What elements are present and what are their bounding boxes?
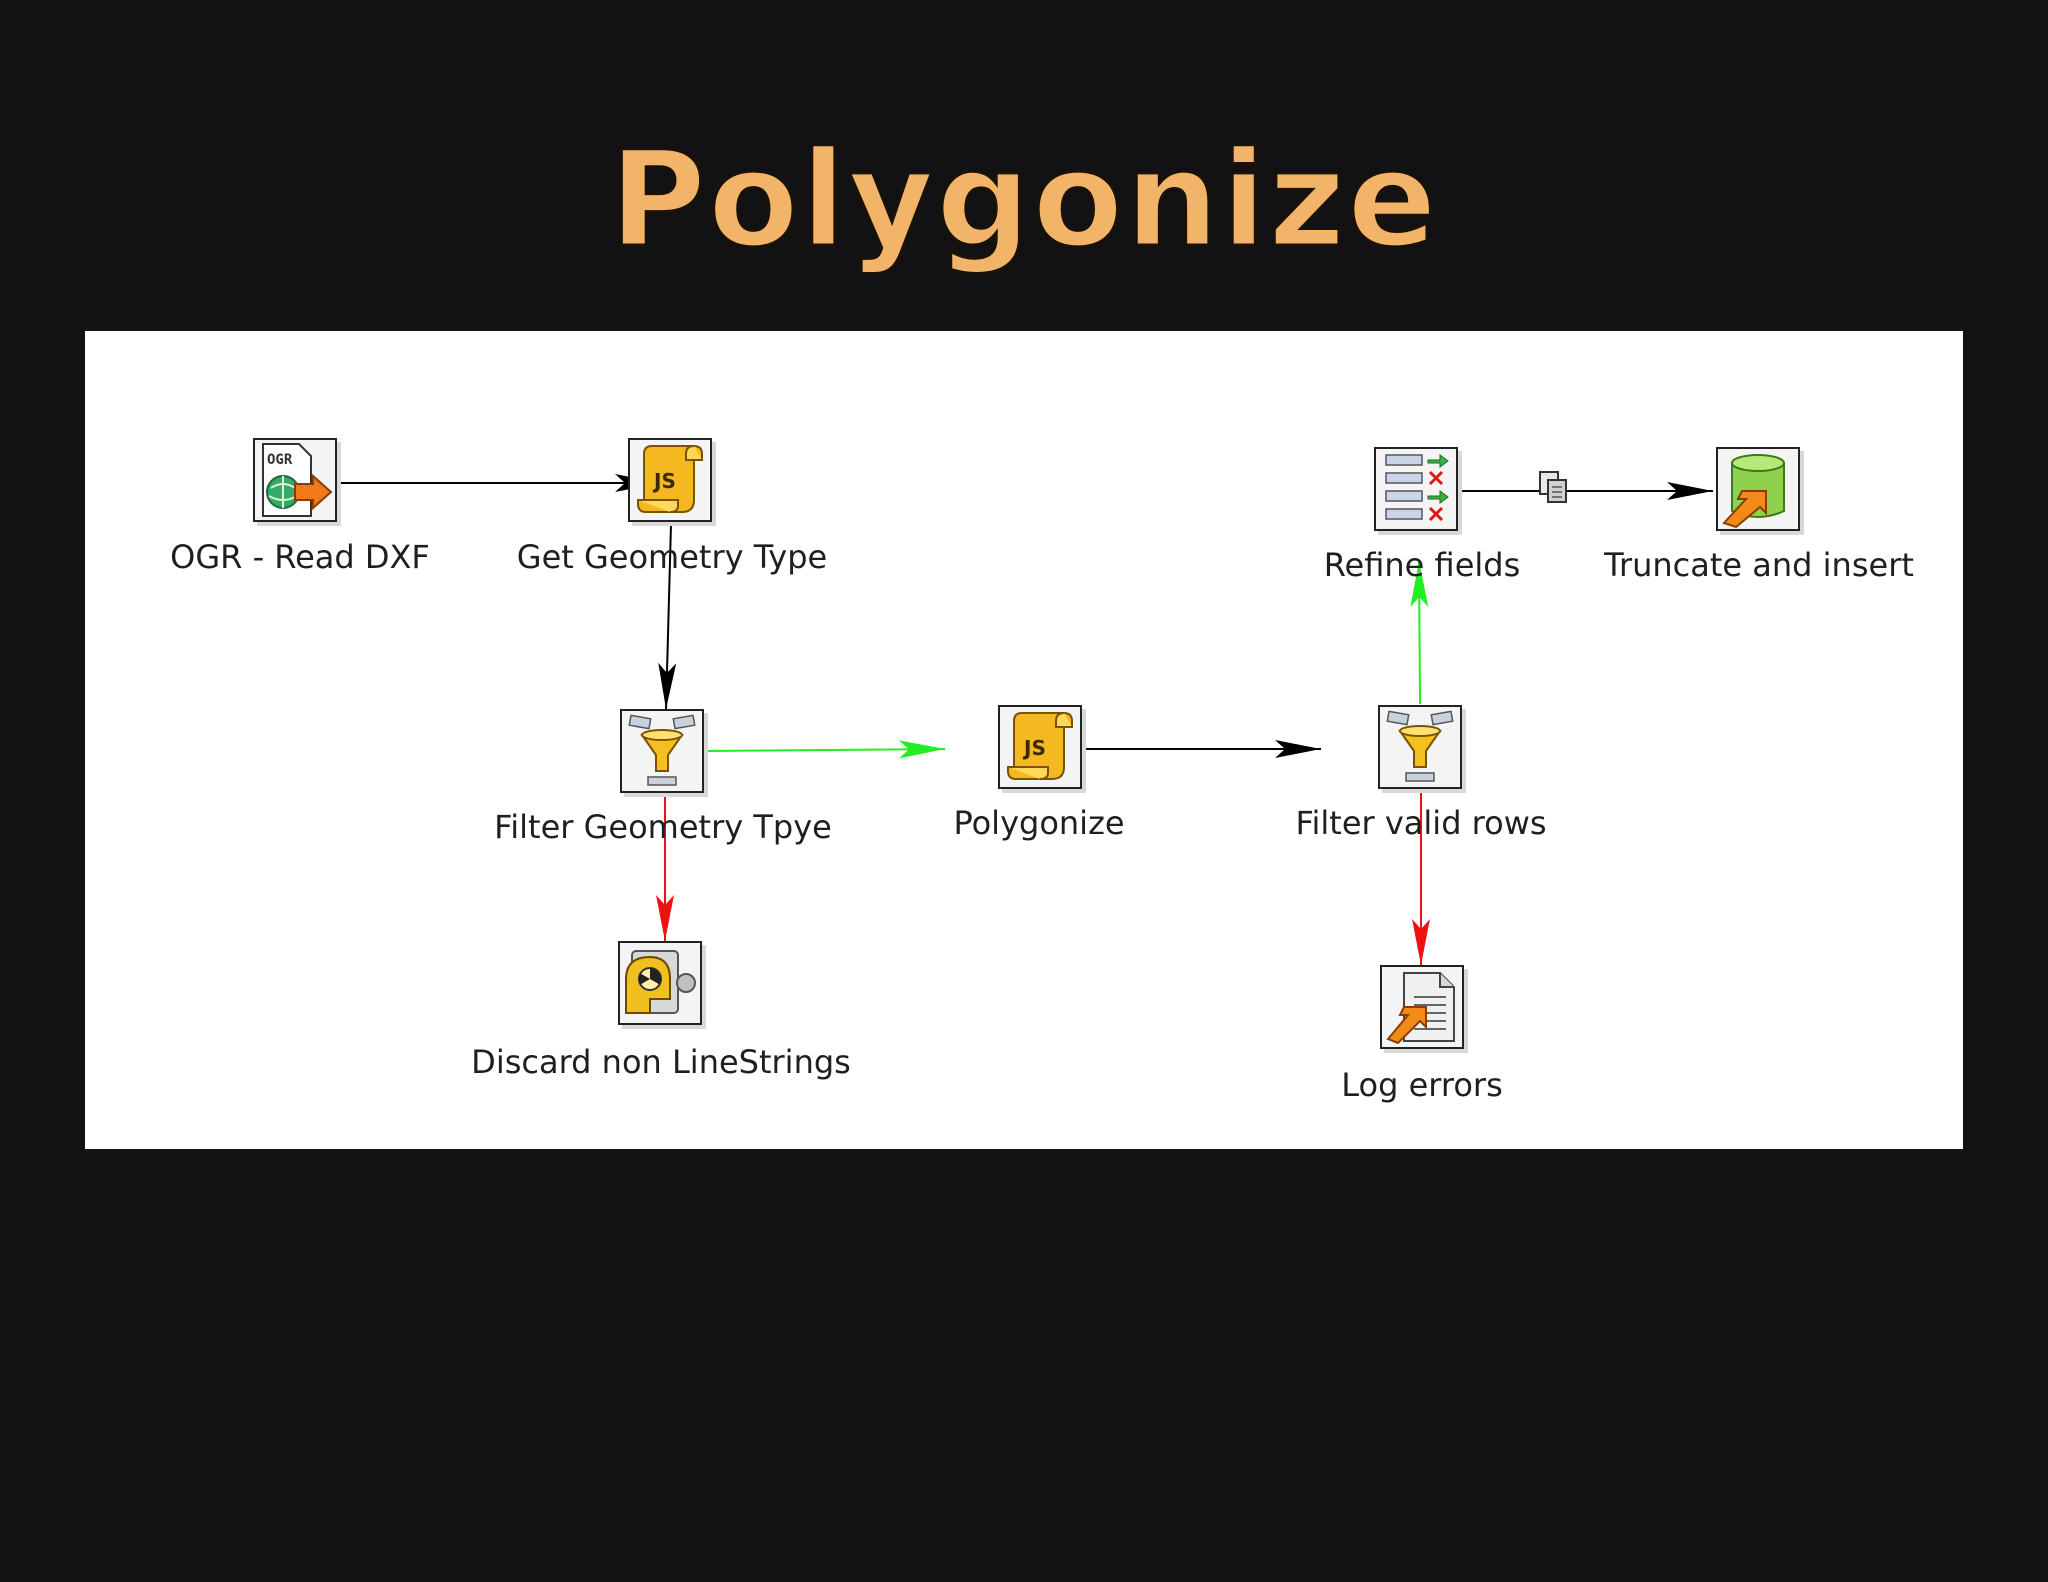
step-label: Truncate and insert <box>1604 546 1914 584</box>
step-truncate-and-insert[interactable] <box>1716 447 1800 531</box>
ogr-input-icon: OGR <box>262 443 333 517</box>
step-label: OGR - Read DXF <box>170 538 430 576</box>
copy-rows-icon <box>1539 471 1567 503</box>
transformation-canvas[interactable]: OGR OGR - Read DXF JS Get Geometry Type … <box>85 331 1963 1149</box>
hop-filter-to-polygonize[interactable] <box>706 740 946 759</box>
step-log-errors[interactable] <box>1380 965 1464 1049</box>
dummy-step-icon <box>625 950 696 1014</box>
step-label: Refine fields <box>1323 546 1521 584</box>
table-output-icon <box>1722 454 1785 529</box>
step-label: Polygonize <box>953 804 1125 842</box>
step-filter-valid-rows[interactable] <box>1378 705 1462 789</box>
hop-filter-valid-to-refine[interactable] <box>1410 560 1429 705</box>
step-label: Discard non LineStrings <box>471 1043 851 1081</box>
step-label: Filter valid rows <box>1295 804 1547 842</box>
hop-get-geometry-to-filter[interactable] <box>658 523 677 710</box>
svg-text:JS: JS <box>652 469 676 493</box>
step-discard-non-linestrings[interactable] <box>618 941 702 1025</box>
hops-layer <box>341 471 1713 965</box>
step-polygonize[interactable]: JS <box>998 705 1082 789</box>
slide-title: Polygonize <box>608 122 1439 279</box>
text-file-output-icon <box>1386 972 1455 1045</box>
step-get-geometry-type[interactable]: JS <box>628 438 712 522</box>
select-values-icon <box>1385 454 1449 522</box>
filter-funnel-icon <box>628 714 696 786</box>
step-label: Log errors <box>1341 1066 1503 1104</box>
javascript-icon: JS <box>1007 712 1073 780</box>
step-read-dxf[interactable]: OGR <box>253 438 337 522</box>
step-filter-geometry-type[interactable] <box>620 709 704 793</box>
svg-text:OGR: OGR <box>267 452 293 468</box>
step-refine-fields[interactable] <box>1374 447 1458 531</box>
svg-text:JS: JS <box>1022 736 1046 760</box>
filter-funnel-icon <box>1386 710 1454 782</box>
step-label: Get Geometry Type <box>516 538 828 576</box>
javascript-icon: JS <box>637 445 703 513</box>
step-label: Filter Geometry Tpye <box>494 808 832 846</box>
